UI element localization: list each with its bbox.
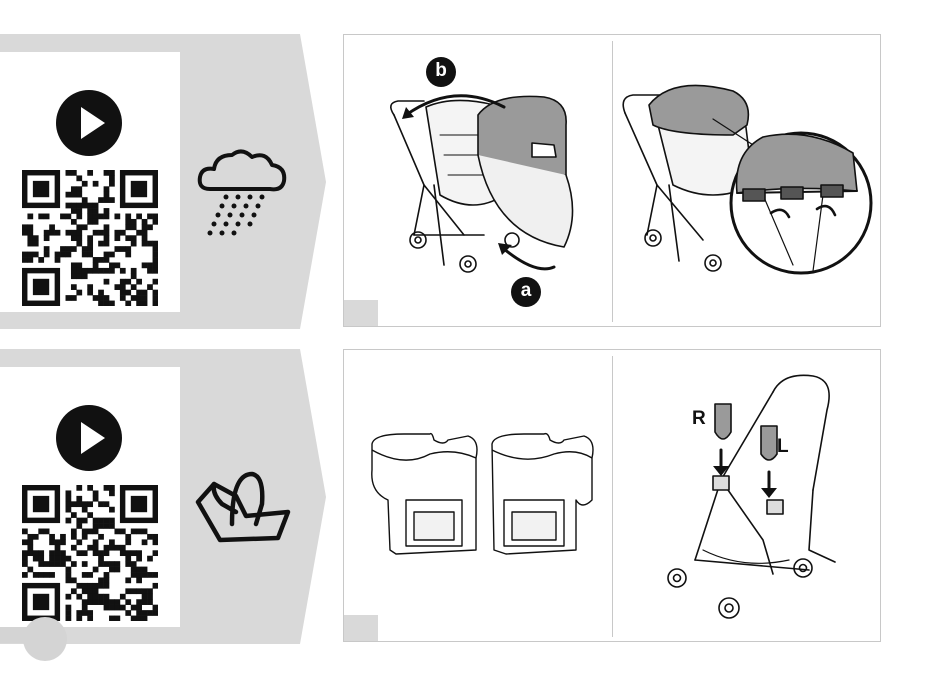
video-link-card[interactable] — [0, 52, 180, 312]
right-adapter-label: R — [692, 408, 706, 430]
instruction-panel: b a — [343, 34, 881, 327]
raincover-fitting-icon — [344, 35, 612, 328]
adapter-mounting-icon — [613, 350, 881, 643]
canopy-clip-detail-icon — [613, 35, 881, 328]
instruction-section-raincover: b a — [0, 34, 950, 329]
play-icon[interactable] — [56, 90, 122, 156]
left-adapter-label: L — [777, 436, 789, 458]
step-badge-a: a — [511, 277, 541, 307]
qr-code-icon[interactable] — [22, 170, 158, 306]
rain-cloud-icon — [192, 139, 292, 239]
car-seat-adapters-icon — [344, 350, 612, 643]
instruction-panel: R L — [343, 349, 881, 642]
instruction-section-car-seat-adapters: R L — [0, 349, 950, 644]
play-icon[interactable] — [56, 405, 122, 471]
qr-code-icon[interactable] — [22, 485, 158, 621]
infant-car-seat-icon — [192, 454, 292, 554]
step-number-tab — [344, 615, 378, 641]
step-number-tab — [344, 300, 378, 326]
step-badge-b: b — [426, 57, 456, 87]
page-indicator-circle — [23, 617, 67, 661]
video-link-card[interactable] — [0, 367, 180, 627]
